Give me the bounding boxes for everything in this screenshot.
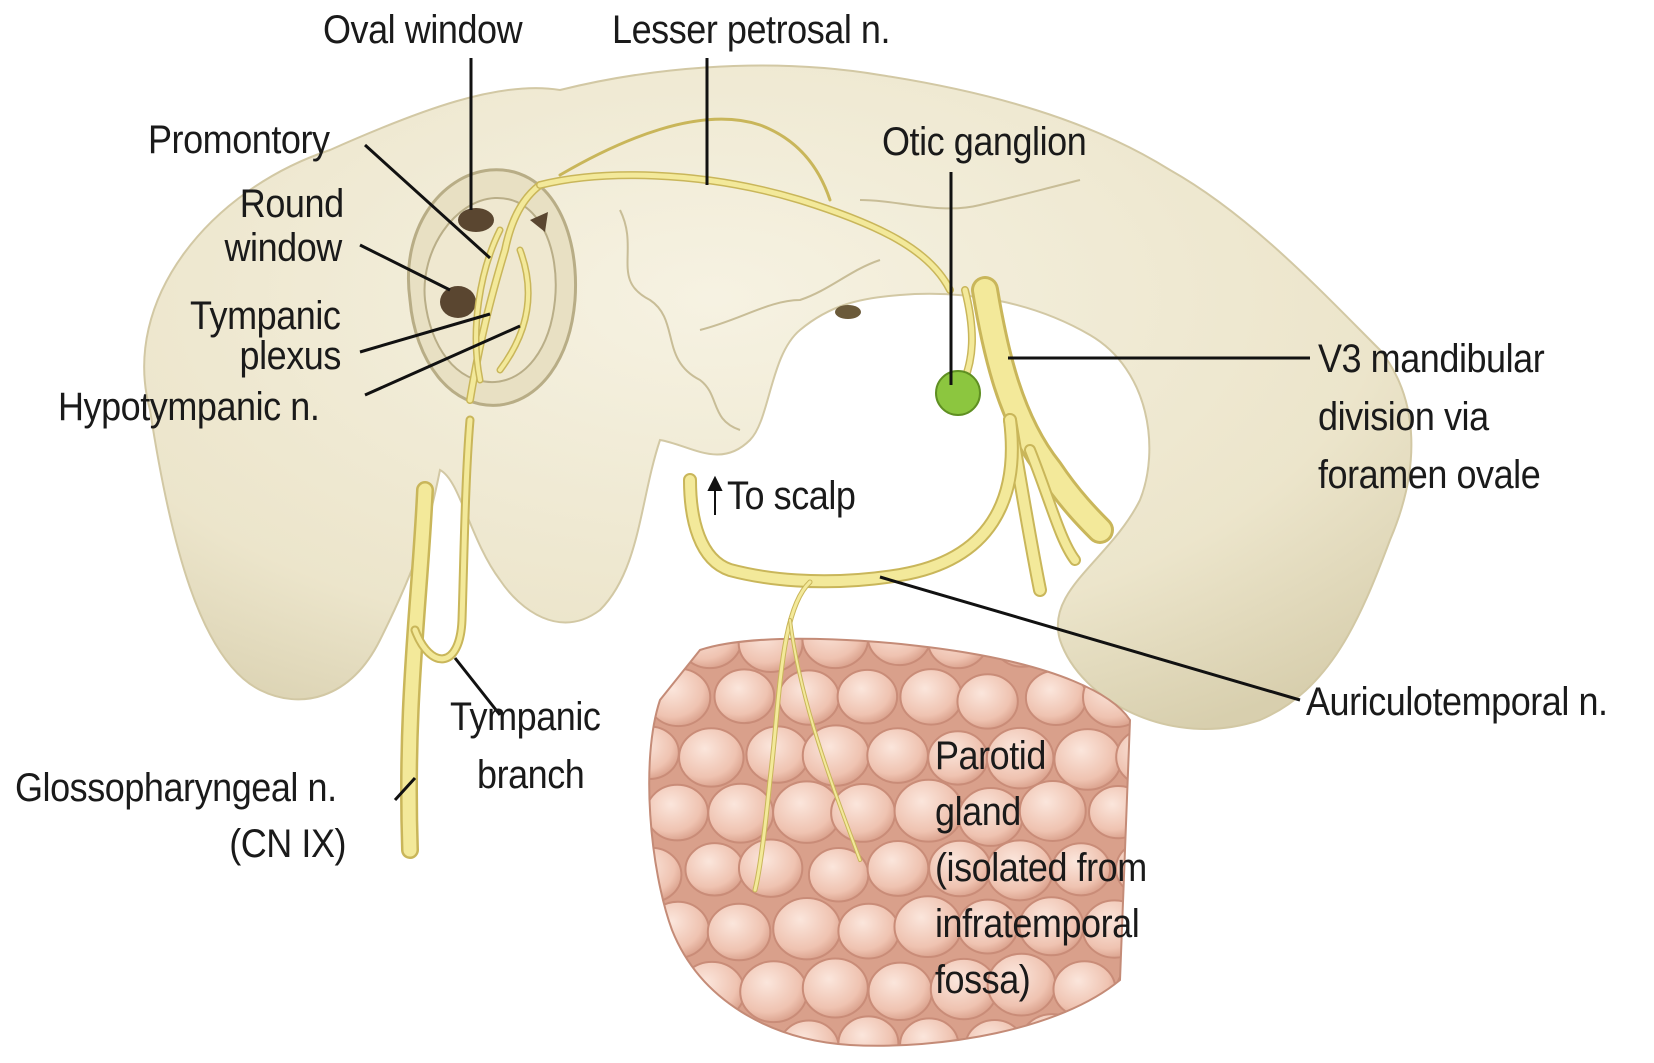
- label-tympanic-branch: Tympanic branch: [450, 688, 600, 804]
- foramen: [835, 305, 861, 319]
- label-round-window: Round window: [238, 182, 344, 270]
- oval-window-opening: [458, 208, 494, 232]
- parotid-lobule: [740, 961, 807, 1022]
- parotid-lobule: [838, 904, 899, 959]
- parotid-lobule: [746, 726, 808, 782]
- parotid-lobule: [648, 1019, 713, 1058]
- parotid-lobule: [708, 904, 771, 961]
- label-lesser-petrosal: Lesser petrosal n.: [612, 8, 890, 52]
- parotid-lobule: [615, 962, 680, 1021]
- parotid-lobule: [868, 608, 931, 665]
- label-auriculotemporal: Auriculotemporal n.: [1306, 680, 1608, 724]
- label-hypotympanic: Hypotympanic n.: [58, 385, 319, 429]
- parotid-lobule: [620, 614, 679, 667]
- otic-ganglion: [936, 371, 980, 415]
- label-oval-window: Oval window: [323, 8, 522, 52]
- parotid-lobule: [900, 669, 962, 725]
- label-v3-mandibular: V3 mandibular division via foramen ovale: [1318, 330, 1544, 504]
- label-to-scalp: To scalp: [727, 474, 855, 518]
- parotid-lobule: [678, 611, 741, 668]
- parotid-lobule: [685, 843, 743, 895]
- parotid-lobule: [1026, 671, 1086, 725]
- temporal-bone: [144, 66, 1411, 729]
- parotid-lobule: [1149, 902, 1211, 958]
- parotid-lobule: [803, 958, 868, 1017]
- parotid-lobule: [773, 898, 840, 959]
- label-tympanic-plexus: Tympanic plexus: [190, 294, 341, 378]
- parotid-lobule: [928, 615, 988, 669]
- label-promontory: Promontory: [148, 118, 330, 162]
- label-glossopharyngeal: Glossopharyngeal n. (CN IX): [15, 760, 346, 872]
- parotid-lobule: [803, 725, 869, 785]
- parotid-lobule: [739, 839, 802, 896]
- parotid-lobule: [957, 674, 1017, 728]
- label-otic-ganglion: Otic ganglion: [882, 120, 1086, 164]
- parotid-lobule: [868, 841, 929, 896]
- parotid-lobule: [621, 848, 681, 902]
- parotid-lobule: [646, 785, 708, 841]
- parotid-lobule: [869, 963, 932, 1020]
- round-window-opening: [440, 286, 476, 318]
- parotid-lobule: [1142, 786, 1207, 845]
- parotid-lobule: [1082, 1020, 1143, 1058]
- parotid-lobule: [1149, 1019, 1211, 1058]
- parotid-lobule: [679, 728, 743, 786]
- parotid-lobule: [838, 670, 898, 724]
- parotid-lobule: [680, 962, 745, 1021]
- label-parotid-gland: Parotid gland (isolated from infratempor…: [935, 728, 1147, 1008]
- arrow-up-icon: [709, 478, 721, 515]
- parotid-lobule: [867, 728, 928, 783]
- parotid-lobule: [715, 669, 775, 723]
- parotid-lobule: [647, 902, 709, 958]
